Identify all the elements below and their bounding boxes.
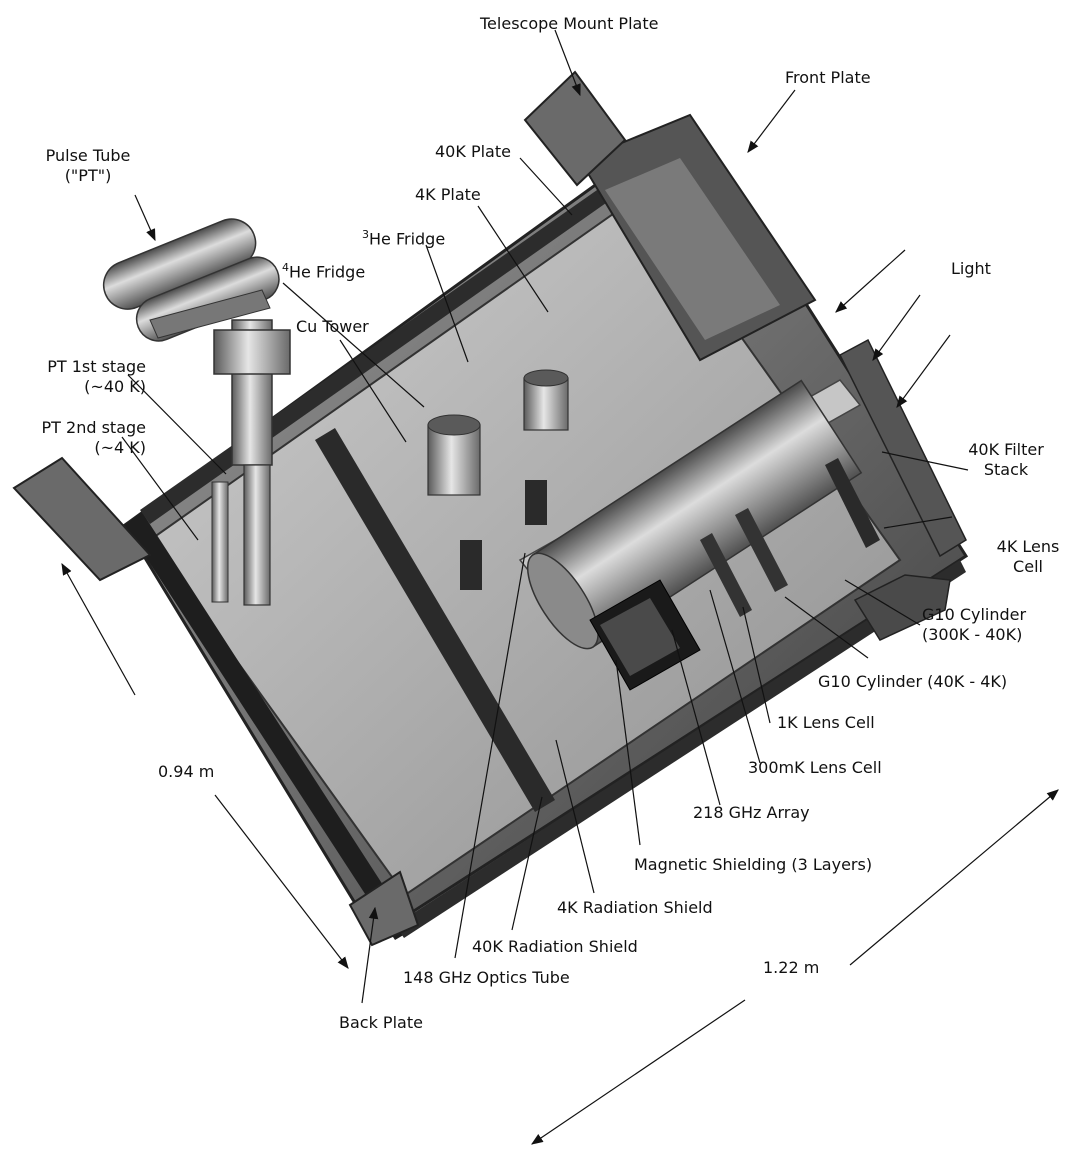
label-218-ghz-array: 218 GHz Array: [693, 803, 810, 822]
leader-lines: [121, 29, 969, 1004]
dimension-arrows: [61, 562, 1059, 1145]
label-lens4k-line2: Cell: [1013, 557, 1043, 576]
label-front-plate: Front Plate: [785, 68, 871, 87]
label-light: Light: [951, 259, 991, 278]
label-lens4k-line1: 4K Lens: [996, 537, 1060, 556]
label-dimension-1-22m: 1.22 m: [763, 958, 820, 977]
pulse-tube-shape: [102, 218, 291, 606]
label-dimension-0-94m: 0.94 m: [158, 762, 215, 781]
label-pulse-tube: Pulse Tube ("PT"): [28, 146, 148, 186]
label-3he-fridge: 3He Fridge: [362, 225, 445, 249]
label-4k-lens-cell: 4K Lens Cell: [988, 537, 1068, 577]
label-4he-sup: 4: [282, 261, 289, 274]
label-filter-line2: Stack: [983, 460, 1029, 479]
label-pulse-tube-line1: Pulse Tube: [45, 146, 131, 165]
label-40k-radiation-shield: 40K Radiation Shield: [472, 937, 638, 956]
label-1k-lens-cell: 1K Lens Cell: [777, 713, 875, 732]
label-g10a-line2: (300K - 40K): [922, 625, 1023, 644]
label-4k-plate: 4K Plate: [415, 185, 481, 204]
cryostat-body: [122, 113, 969, 940]
label-cu-tower: Cu Tower: [296, 317, 369, 336]
label-4k-radiation-shield: 4K Radiation Shield: [557, 898, 713, 917]
left-mount-plate-shape: [12, 456, 152, 582]
label-pulse-tube-line2: ("PT"): [64, 166, 112, 185]
label-pt2-line1: PT 2nd stage: [41, 418, 146, 437]
label-148-ghz-optics-tube: 148 GHz Optics Tube: [403, 968, 570, 987]
label-4he-fridge: 4He Fridge: [282, 258, 365, 282]
label-g10-cylinder-40k-4k: G10 Cylinder (40K - 4K): [818, 672, 1008, 691]
label-40k-plate: 40K Plate: [435, 142, 511, 161]
label-magnetic-shielding: Magnetic Shielding (3 Layers): [634, 855, 873, 874]
label-pt2-line2: (~4 K): [94, 438, 146, 457]
label-3he-text: He Fridge: [369, 229, 446, 249]
telescope-mount-plate-shape: [523, 70, 627, 187]
label-telescope-mount-plate: Telescope Mount Plate: [480, 14, 659, 33]
label-pt1-line2: (~40 K): [84, 377, 146, 396]
label-g10a-line1: G10 Cylinder: [922, 605, 1027, 624]
label-g10-cylinder-300k-40k: G10 Cylinder (300K - 40K): [922, 605, 1026, 645]
label-pt-2nd-stage: PT 2nd stage (~4 K): [22, 418, 146, 458]
label-3he-sup: 3: [362, 228, 369, 241]
label-back-plate: Back Plate: [339, 1013, 423, 1032]
label-4he-text: He Fridge: [289, 262, 366, 282]
label-filter-line1: 40K Filter: [968, 440, 1044, 459]
label-300mk-lens-cell: 300mK Lens Cell: [748, 758, 882, 777]
label-40k-filter-stack: 40K Filter Stack: [952, 440, 1060, 480]
label-pt-1st-stage: PT 1st stage (~40 K): [22, 357, 146, 397]
label-pt1-line1: PT 1st stage: [47, 357, 146, 376]
bottom-mount-plate-shape: [348, 870, 420, 947]
